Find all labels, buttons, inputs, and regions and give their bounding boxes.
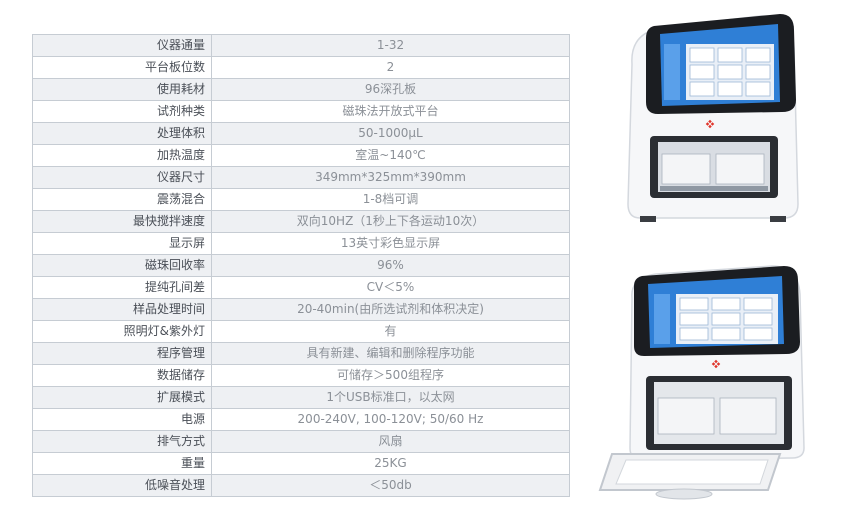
spec-value: 1个USB标准口，以太网: [211, 386, 570, 409]
spec-label: 重量: [32, 452, 212, 475]
spec-value: 96%: [211, 254, 570, 277]
spec-label: 仪器通量: [32, 34, 212, 57]
spec-label: 磁珠回收率: [32, 254, 212, 277]
spec-row: 照明灯&紫外灯有: [32, 320, 570, 343]
spec-label: 处理体积: [32, 122, 212, 145]
spec-label: 样品处理时间: [32, 298, 212, 321]
spec-value: 有: [211, 320, 570, 343]
spec-row: 程序管理具有新建、编辑和删除程序功能: [32, 342, 570, 365]
spec-row: 加热温度室温~140℃: [32, 144, 570, 167]
spec-value: 具有新建、编辑和删除程序功能: [211, 342, 570, 365]
spec-label: 程序管理: [32, 342, 212, 365]
spec-value: 2: [211, 56, 570, 79]
spec-row: 低噪音处理＜50db: [32, 474, 570, 497]
spec-value: 1-8档可调: [211, 188, 570, 211]
spec-value: 200-240V, 100-120V; 50/60 Hz: [211, 408, 570, 431]
spec-value: 20-40min(由所选试剂和体积决定): [211, 298, 570, 321]
spec-label: 数据储存: [32, 364, 212, 387]
spec-value: 50-1000μL: [211, 122, 570, 145]
product-image-open: [572, 258, 822, 513]
spec-row: 试剂种类磁珠法开放式平台: [32, 100, 570, 123]
spec-label: 提纯孔间差: [32, 276, 212, 299]
spec-value: ＜50db: [211, 474, 570, 497]
spec-row: 最快搅拌速度双向10HZ（1秒上下各运动10次）: [32, 210, 570, 233]
spec-label: 加热温度: [32, 144, 212, 167]
spec-label: 照明灯&紫外灯: [32, 320, 212, 343]
spec-label: 显示屏: [32, 232, 212, 255]
spec-label: 扩展模式: [32, 386, 212, 409]
spec-value: 可储存＞500组程序: [211, 364, 570, 387]
spec-value: 风扇: [211, 430, 570, 453]
spec-value: 双向10HZ（1秒上下各运动10次）: [211, 210, 570, 233]
spec-row: 数据储存可储存＞500组程序: [32, 364, 570, 387]
spec-label: 震荡混合: [32, 188, 212, 211]
product-image-closed: [610, 4, 810, 234]
spec-label: 排气方式: [32, 430, 212, 453]
spec-label: 试剂种类: [32, 100, 212, 123]
spec-label: 电源: [32, 408, 212, 431]
spec-value: 1-32: [211, 34, 570, 57]
spec-value: 96深孔板: [211, 78, 570, 101]
spec-value: 磁珠法开放式平台: [211, 100, 570, 123]
spec-label: 使用耗材: [32, 78, 212, 101]
nucleic-acid-extractor-closed-illustration: [627, 14, 799, 222]
spec-row: 排气方式风扇: [32, 430, 570, 453]
spec-label: 仪器尺寸: [32, 166, 212, 189]
spec-label: 最快搅拌速度: [32, 210, 212, 233]
spec-value: CV＜5%: [211, 276, 570, 299]
spec-value: 室温~140℃: [211, 144, 570, 167]
nucleic-acid-extractor-open-illustration: [598, 265, 805, 500]
spec-label: 低噪音处理: [32, 474, 212, 497]
spec-value: 25KG: [211, 452, 570, 475]
spec-label: 平台板位数: [32, 56, 212, 79]
spec-value: 349mm*325mm*390mm: [211, 166, 570, 189]
spec-value: 13英寸彩色显示屏: [211, 232, 570, 255]
